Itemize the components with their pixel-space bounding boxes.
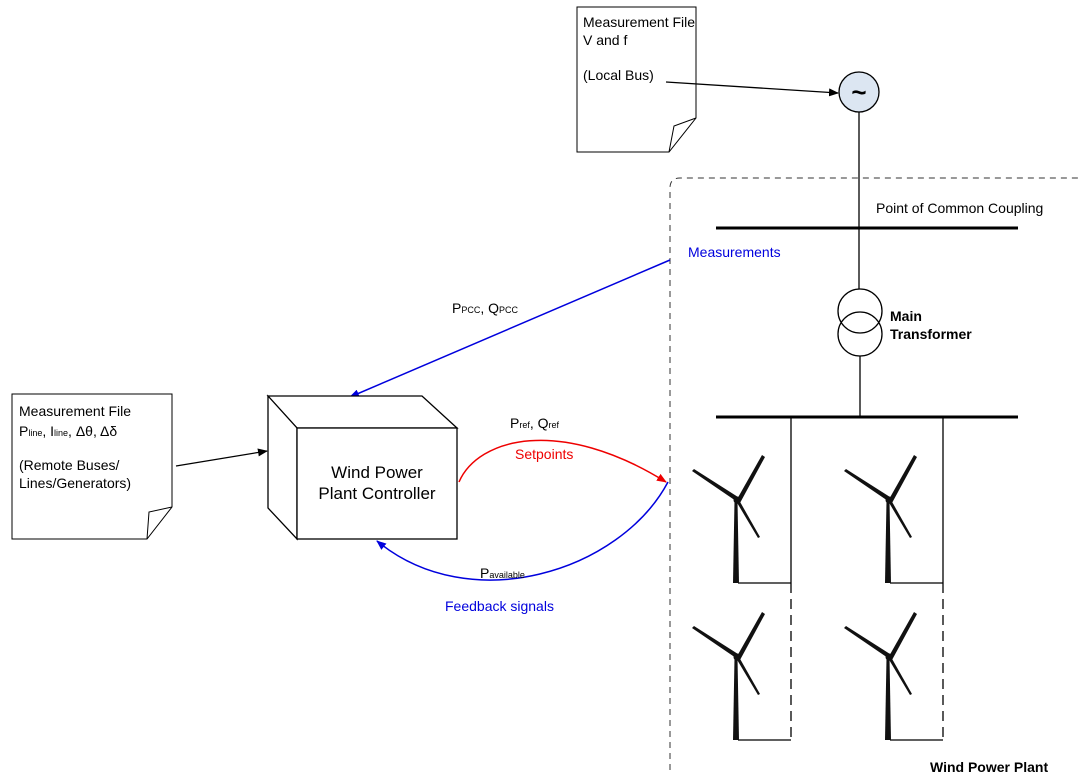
- remote-file-lines: Lines/Generators): [19, 475, 131, 491]
- measurements-arrow: [349, 259, 671, 398]
- measured-signals: PPCC, QPCC: [452, 300, 519, 316]
- plant-boundary: [669, 177, 1078, 770]
- plant-label: Wind Power Plant: [930, 759, 1048, 775]
- feeder-right: [890, 417, 944, 741]
- wind-turbine-icon: [692, 612, 765, 740]
- transformer-label-sub: Transformer: [890, 326, 972, 342]
- controller-label-line2: Plant Controller: [318, 484, 436, 503]
- setpoint-signals: Pref, Qref: [510, 415, 560, 431]
- local-file-arrow: [665, 81, 839, 97]
- wind-turbine-icon: [692, 455, 765, 583]
- remote-file-title: Measurement File: [19, 403, 131, 419]
- feeder-left: [738, 417, 792, 741]
- transformer-icon: [837, 288, 883, 357]
- setpoints-arrow: [458, 439, 667, 483]
- source-symbol: ~: [851, 77, 866, 107]
- local-file-vf: V and f: [583, 32, 627, 48]
- feedback-signal: Pavailable: [480, 565, 525, 581]
- ac-source-icon: ~: [838, 71, 880, 113]
- pcc-label: Point of Common Coupling: [876, 200, 1043, 216]
- local-measurement-file: Measurement File V and f (Local Bus): [576, 6, 697, 153]
- feedback-label: Feedback signals: [445, 598, 554, 614]
- plant-controller-box: Wind Power Plant Controller: [266, 394, 459, 541]
- wind-turbine-icon: [844, 455, 917, 583]
- setpoints-label: Setpoints: [515, 446, 573, 462]
- feedback-arrow: [376, 481, 669, 581]
- local-file-title: Measurement File: [583, 14, 695, 30]
- remote-measurement-file: Measurement File Pline, Iline, Δθ, Δδ (R…: [11, 393, 173, 540]
- remote-file-buses: (Remote Buses/: [19, 457, 119, 473]
- remote-file-arrow: [175, 448, 268, 467]
- wind-turbine-icon: [844, 612, 917, 740]
- remote-file-quantities: Pline, Iline, Δθ, Δδ: [19, 423, 117, 439]
- controller-label-line1: Wind Power: [331, 463, 423, 482]
- measurements-label: Measurements: [688, 244, 781, 260]
- transformer-label-main: Main: [890, 308, 922, 324]
- local-file-bus: (Local Bus): [583, 67, 654, 83]
